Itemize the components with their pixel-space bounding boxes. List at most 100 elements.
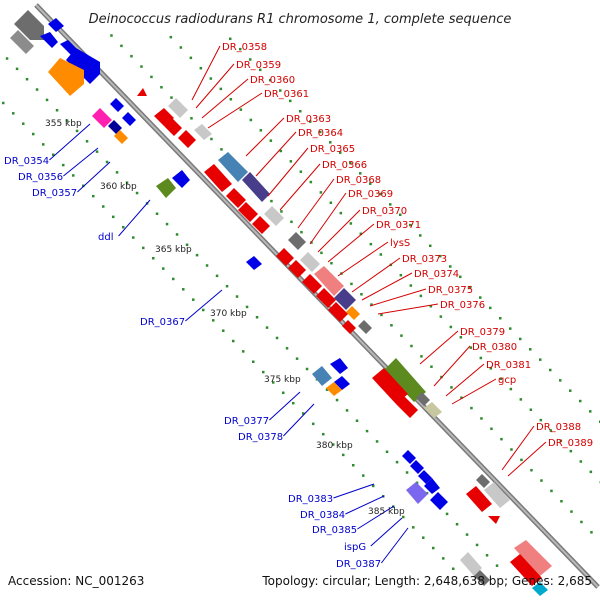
tick-dot xyxy=(372,484,375,488)
tick-dot xyxy=(110,34,113,37)
tick-dot xyxy=(162,267,165,270)
gene-arrow xyxy=(406,482,428,504)
tick-dot xyxy=(432,546,435,550)
gene-arrow xyxy=(194,124,212,140)
tick-dot xyxy=(485,554,489,557)
leader-line xyxy=(267,147,309,197)
forward-gene-label: gcp xyxy=(498,375,516,386)
leader-line xyxy=(419,330,459,365)
gene-arrow xyxy=(430,492,448,510)
forward-gene-label: DR_0364 xyxy=(298,128,343,139)
tick-dot xyxy=(112,215,115,219)
tick-dot xyxy=(442,557,445,560)
gene-arrow xyxy=(312,366,332,386)
leader-line xyxy=(279,163,321,211)
leader-line xyxy=(507,441,547,477)
gene-arrow xyxy=(316,288,336,308)
map-title: Deinococcus radiodurans R1 chromosome 1,… xyxy=(89,12,512,27)
gene-arrow xyxy=(346,306,360,320)
tick-dot xyxy=(520,458,523,462)
tick-dot xyxy=(352,464,355,467)
tick-dot xyxy=(540,479,543,482)
tick-dot xyxy=(465,533,469,536)
gene-arrow xyxy=(302,274,322,294)
tick-dot xyxy=(389,203,392,206)
forward-gene-label: DR_0365 xyxy=(310,144,355,155)
gene-arrow xyxy=(164,118,182,136)
leader-line xyxy=(255,131,297,177)
kbp-tick-label: 365 kbp xyxy=(155,245,192,255)
gene-arrow xyxy=(238,202,258,222)
tick-dot xyxy=(589,470,593,474)
gene-arrow xyxy=(488,516,500,524)
tick-dot xyxy=(405,471,409,474)
tick-dot xyxy=(560,500,563,503)
forward-gene-label: DR_0389 xyxy=(548,438,593,449)
leader-line xyxy=(381,527,409,564)
tick-dot xyxy=(579,460,583,463)
leader-line xyxy=(327,223,375,263)
tick-dot xyxy=(202,308,205,312)
gene-arrow xyxy=(402,450,416,464)
tick-dot xyxy=(25,77,29,81)
tick-dot xyxy=(235,295,239,298)
tick-dot xyxy=(179,46,183,49)
tick-dot xyxy=(130,54,133,58)
gene-features xyxy=(10,10,552,596)
tick-dot xyxy=(282,391,285,395)
tick-dot xyxy=(62,163,65,167)
kbp-tick-label: 355 kbp xyxy=(45,119,82,129)
tick-dot xyxy=(550,489,553,493)
gene-arrow xyxy=(226,188,246,208)
tick-dot xyxy=(102,205,105,208)
tick-dot xyxy=(295,357,299,360)
tick-dot xyxy=(285,347,289,350)
tick-dot xyxy=(205,264,209,267)
tick-dot xyxy=(220,148,223,151)
tick-dot xyxy=(490,427,493,431)
tick-dot xyxy=(335,398,339,402)
tick-dot xyxy=(449,265,452,268)
gene-arrow xyxy=(288,232,306,250)
tick-dot xyxy=(479,296,482,299)
tick-dot xyxy=(210,137,213,141)
tick-dot xyxy=(232,339,235,343)
tick-dot xyxy=(509,387,513,391)
gene-arrow xyxy=(14,10,44,40)
tick-dot xyxy=(580,520,583,524)
tick-dot xyxy=(570,510,573,513)
gene-arrow xyxy=(300,252,320,272)
tick-dot xyxy=(289,160,293,163)
tick-dot xyxy=(495,564,499,567)
tick-dot xyxy=(5,57,9,60)
gene-arrow xyxy=(156,178,176,198)
tick-dot xyxy=(189,56,193,60)
forward-gene-label: DR_0379 xyxy=(460,327,505,338)
tick-dot xyxy=(339,151,342,154)
tick-dot xyxy=(349,161,352,165)
tick-dot xyxy=(150,75,153,79)
tick-dot xyxy=(192,298,195,301)
forward-gene-label: DR_0376 xyxy=(440,300,485,311)
tick-dot xyxy=(499,377,503,380)
reverse-gene-label: ddl xyxy=(98,232,113,243)
gene-arrow xyxy=(514,540,552,576)
tick-dot xyxy=(380,313,383,317)
tick-dot xyxy=(199,66,203,70)
tick-dot xyxy=(429,244,432,248)
tick-dot xyxy=(120,44,123,48)
tick-dot xyxy=(419,294,423,298)
tick-dot xyxy=(262,370,265,374)
tick-dot xyxy=(82,184,85,188)
tick-dot xyxy=(319,130,322,134)
tick-dot xyxy=(52,153,55,156)
tick-dot xyxy=(272,381,275,384)
tick-dot xyxy=(249,118,253,122)
tick-dot xyxy=(239,47,242,51)
gene-arrow xyxy=(342,320,356,334)
kbp-tick-label: 360 kbp xyxy=(100,182,137,192)
tick-dot xyxy=(339,211,343,215)
tick-dot xyxy=(455,523,459,526)
tick-dot xyxy=(422,536,425,539)
tick-dot xyxy=(470,406,473,410)
